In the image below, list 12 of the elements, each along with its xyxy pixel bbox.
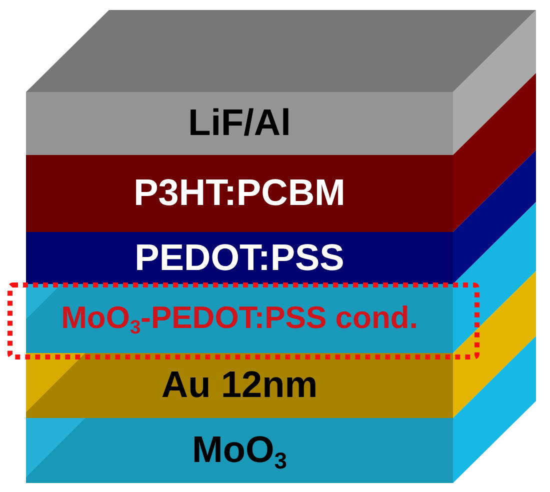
layer-label: Au 12nm	[161, 365, 318, 406]
layer-front-face	[26, 353, 453, 418]
layer-front-face	[26, 155, 453, 232]
layer-front-face	[26, 284, 453, 353]
layer-label: PEDOT:PSS	[134, 238, 344, 278]
layer-label: MoO$_{3}$	[192, 430, 287, 471]
layer-label: MoO$_{3}$-PEDOT:PSS cond.	[61, 301, 418, 336]
layer-front-face	[26, 418, 453, 483]
layer-front-face	[26, 232, 453, 284]
layer-label: LiF/Al	[188, 103, 291, 144]
layer-label: P3HT:PCBM	[134, 173, 346, 214]
layer-front-face	[26, 92, 453, 155]
